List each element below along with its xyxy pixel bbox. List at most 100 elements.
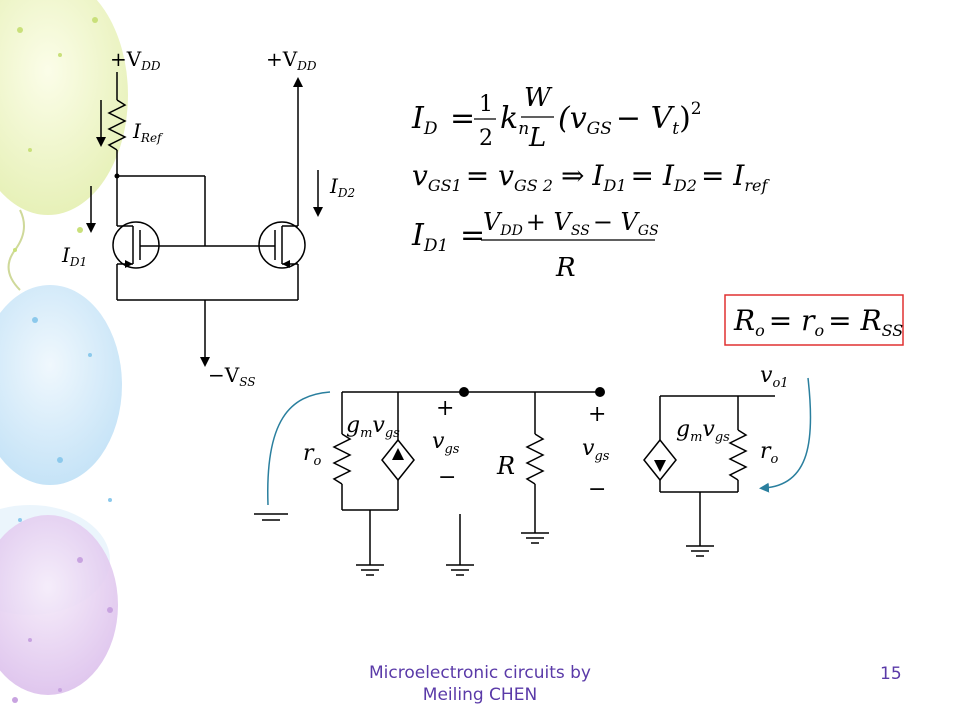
- ro-right: r: [760, 439, 772, 464]
- ro-left: r: [303, 441, 315, 466]
- svg-text:vgs: vgs: [582, 436, 610, 464]
- result-r-sub: o: [755, 321, 765, 340]
- equation-block: ID = 1 2 kn' W L (vGS− Vt)2 vGS1= vGS 2⇒…: [411, 83, 770, 283]
- eq2-i2: = I: [631, 159, 675, 192]
- eq3-num-b-sub: SS: [571, 223, 590, 239]
- eq1-frac-den: 2: [479, 126, 493, 151]
- svg-text:ID: ID: [411, 101, 438, 139]
- eq2-i3: = I: [701, 159, 745, 192]
- result-eq1: = r: [769, 304, 816, 337]
- result-box: Ro= ro= RSS: [724, 294, 904, 346]
- id2-label: I: [329, 174, 339, 198]
- eq1-lhs-sub: D: [423, 119, 438, 139]
- eq1-frac-num: 1: [479, 92, 493, 117]
- annotation-arrows: [267, 377, 812, 506]
- iref-label: I: [132, 119, 142, 143]
- svg-text:vgs: vgs: [432, 429, 460, 457]
- svg-text:gmvgs: gmvgs: [676, 417, 730, 445]
- plus-left: +: [436, 396, 454, 421]
- vgs-label-left-sub: gs: [444, 442, 459, 457]
- eq3-lhs-sub: D1: [423, 236, 448, 256]
- eq2-i1-sub: D1: [602, 176, 626, 195]
- vss-sub: SS: [239, 375, 255, 389]
- svg-text:+VDD: +VDD: [110, 47, 161, 73]
- eq1-k: k: [500, 101, 518, 136]
- svg-text:ID1: ID1: [61, 243, 87, 269]
- eq1-close: ): [679, 101, 691, 136]
- vgs-label-right-sub: gs: [594, 449, 609, 464]
- eq2-v2-sub: GS 2: [514, 176, 553, 195]
- eq3-num-c-sub: GS: [638, 223, 659, 239]
- iref-sub: Ref: [140, 131, 164, 145]
- small-signal-schematic: [254, 391, 775, 576]
- eq3-lhs: I: [411, 218, 425, 253]
- eq1-w: W: [524, 83, 553, 113]
- id1-label: I: [61, 243, 71, 267]
- eq2-v2: = v: [466, 159, 514, 192]
- current-mirror-schematic: [86, 72, 323, 367]
- eq1-l: L: [528, 123, 546, 153]
- vdd-left-sub: DD: [140, 59, 161, 73]
- small-signal-marks: [392, 387, 666, 472]
- eq2-arrow: ⇒: [561, 159, 584, 192]
- id2-sub: D2: [337, 186, 355, 200]
- eq3-num-a-sub: DD: [499, 223, 522, 239]
- footer-line-2: Meiling CHEN: [422, 685, 538, 705]
- id1-sub: D1: [69, 255, 87, 269]
- vgs-left-sub: gs: [385, 426, 400, 441]
- svg-text:ID1: ID1: [411, 218, 448, 256]
- eq3-num-c: − V: [593, 208, 641, 236]
- vgs-right: v: [702, 417, 715, 442]
- vgs-left: v: [372, 413, 385, 438]
- r-label: R: [496, 452, 515, 480]
- minus-right: −: [588, 477, 606, 502]
- eq2-v1: v: [412, 159, 428, 192]
- svg-text:ro: ro: [303, 441, 322, 469]
- eq1-k-sub: n: [518, 119, 529, 139]
- eq1-sq: 2: [691, 99, 702, 119]
- svg-text:IRef: IRef: [132, 119, 164, 145]
- gm-right-sub: m: [690, 430, 702, 445]
- mosfet-marks: [114, 173, 290, 268]
- vo1-label: v: [760, 363, 773, 388]
- eq1-k-sup: ': [529, 97, 534, 117]
- svg-text:ro: ro: [760, 439, 779, 467]
- svg-text:Ro= ro= RSS: Ro= ro= RSS: [733, 304, 903, 340]
- eq1-lhs: I: [411, 101, 425, 136]
- eq3-den: R: [555, 253, 576, 283]
- ro-right-sub: o: [771, 452, 779, 467]
- svg-text:VDD+ VSS− VGS: VDD+ VSS− VGS: [483, 208, 659, 239]
- svg-text:(vGS− Vt)2: (vGS− Vt)2: [558, 99, 702, 139]
- vdd-right-label: +V: [266, 47, 298, 71]
- vss-label: −V: [208, 363, 240, 387]
- footer-line-1: Microelectronic circuits by: [369, 663, 591, 683]
- eq3-num-a: V: [483, 208, 503, 236]
- plus-right: +: [588, 402, 606, 427]
- minus-left: −: [438, 465, 456, 490]
- svg-text:=: =: [460, 218, 485, 253]
- svg-text:=: =: [450, 101, 475, 136]
- eq2-i1: I: [591, 159, 604, 192]
- eq2-i2-sub: D2: [673, 176, 697, 195]
- slide-footer: Microelectronic circuits by Meiling CHEN: [340, 662, 620, 706]
- gm-left-sub: m: [360, 426, 372, 441]
- result-eq2: = R: [828, 304, 881, 337]
- balloon-decoration: [0, 0, 128, 703]
- svg-text:gmvgs: gmvgs: [346, 413, 400, 441]
- eq1-paren: (v: [558, 101, 587, 136]
- result-eq2-sub: SS: [882, 321, 904, 340]
- vdd-left-label: +V: [110, 47, 142, 71]
- result-r: R: [733, 304, 755, 337]
- vgs-label-left: v: [432, 429, 445, 454]
- vo1-sub: o1: [772, 376, 788, 391]
- gm-left: g: [346, 413, 360, 438]
- eq2-i3-sub: ref: [744, 176, 770, 195]
- svg-text:vGS1= vGS 2⇒ID1= ID2= Iref: vGS1= vGS 2⇒ID1= ID2= Iref: [412, 159, 770, 195]
- result-eq1-sub: o: [814, 321, 824, 340]
- eq1-minus: − V: [616, 101, 676, 136]
- vgs-right-sub: gs: [715, 430, 730, 445]
- page-number: 15: [880, 664, 902, 684]
- eq1-paren-sub: GS: [587, 119, 612, 139]
- svg-text:ID2: ID2: [329, 174, 355, 200]
